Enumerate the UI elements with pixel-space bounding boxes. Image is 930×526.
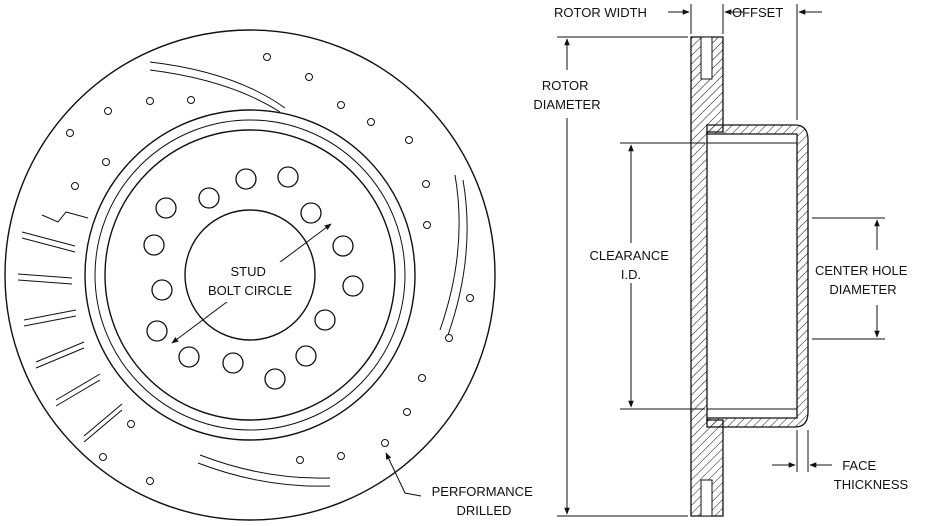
rotor-disc-section: [690, 36, 724, 517]
slot: [197, 462, 331, 487]
lug-hole: [235, 168, 257, 190]
rotor-width-label: ROTOR WIDTH: [554, 5, 647, 20]
drilled-hole: [305, 73, 313, 81]
drilled-hole: [381, 439, 389, 447]
drilled-hole: [296, 456, 304, 464]
stud-bolt-circle-line-2: BOLT CIRCLE: [208, 283, 292, 298]
drilled-hole: [146, 97, 154, 105]
drilled-hole: [422, 180, 430, 188]
textured-slots: [17, 211, 123, 443]
lug-hole: [300, 202, 322, 224]
lug-hole: [146, 320, 168, 342]
rotor-diameter-line-1: ROTOR: [542, 78, 589, 93]
lug-hole: [151, 279, 173, 301]
stud-bolt-circle-line-1: STUD: [230, 264, 265, 279]
drilled-holes: [66, 53, 474, 485]
face-thickness-line-1: FACE: [842, 458, 876, 473]
curved-slots: [149, 61, 468, 487]
performance-drilled-line-2: DRILLED: [457, 503, 512, 518]
clearance-id-line-2: I.D.: [621, 267, 641, 282]
drilled-hole: [418, 374, 426, 382]
center-hole-diameter-line-1: CENTER HOLE: [815, 263, 908, 278]
hat-mid-ring: [94, 119, 406, 431]
lug-hole: [332, 235, 354, 257]
drilled-hole: [403, 408, 411, 416]
lug-hole: [277, 166, 299, 188]
face-thickness-label: FACE THICKNESS: [834, 458, 909, 492]
drilled-hole: [367, 118, 375, 126]
center-hole-diameter-label: CENTER HOLE DIAMETER: [815, 263, 911, 297]
rotor-hat-section: [706, 124, 809, 428]
slot: [149, 69, 281, 113]
slot: [447, 179, 468, 336]
hat-face-ring: [104, 129, 396, 421]
face-thickness-line-2: THICKNESS: [834, 477, 909, 492]
rotor-outer-edge: [4, 29, 496, 521]
performance-drilled-leader: [385, 452, 422, 497]
drilled-hole: [102, 158, 110, 166]
drilled-hole: [127, 420, 135, 428]
drilled-hole: [337, 101, 345, 109]
drilled-hole: [445, 334, 453, 342]
lug-hole: [295, 345, 317, 367]
drilled-hole: [104, 107, 112, 115]
clearance-id-label: CLEARANCE I.D.: [589, 248, 672, 282]
vent-slot-bottom: [700, 479, 713, 517]
drilled-hole: [99, 453, 107, 461]
rotor-diameter-label: ROTOR DIAMETER: [533, 78, 600, 112]
drilled-hole: [423, 221, 431, 229]
drilled-hole: [337, 452, 345, 460]
performance-drilled-label: PERFORMANCE DRILLED: [432, 484, 537, 518]
lug-holes: [143, 166, 364, 390]
lug-hole: [342, 275, 364, 297]
clearance-id-line-1: CLEARANCE: [589, 248, 669, 263]
lug-hole: [143, 234, 165, 256]
rotor-diameter-line-2: DIAMETER: [533, 97, 600, 112]
drilled-hole: [146, 477, 154, 485]
slot: [149, 61, 286, 109]
stud-label-mask: [200, 262, 300, 302]
vent-slot-top: [700, 36, 713, 80]
rotor-front-view: STUD BOLT CIRCLE PERFORMANCE DRILLED: [4, 29, 537, 521]
lug-hole: [222, 352, 244, 374]
slot: [439, 174, 460, 331]
lug-hole: [198, 187, 220, 209]
center-hole-diameter-line-2: DIAMETER: [829, 282, 896, 297]
drilled-hole: [405, 136, 413, 144]
stud-bolt-circle-label: STUD BOLT CIRCLE: [208, 264, 292, 298]
drilled-hole: [263, 53, 271, 61]
lug-hole: [314, 309, 336, 331]
slot: [199, 454, 331, 479]
performance-drilled-line-1: PERFORMANCE: [432, 484, 533, 499]
lug-hole: [155, 197, 177, 219]
rotor-side-view: ROTOR WIDTH OFFSET ROTOR DIAMETER CLEARA…: [533, 4, 911, 517]
drilled-hole: [71, 182, 79, 190]
hat-outer-ring: [84, 109, 416, 441]
drilled-hole: [66, 129, 74, 137]
drilled-hole: [466, 294, 474, 302]
lug-hole: [264, 368, 286, 390]
offset-label: OFFSET: [732, 5, 783, 20]
lug-hole: [178, 346, 200, 368]
drilled-hole: [187, 96, 195, 104]
